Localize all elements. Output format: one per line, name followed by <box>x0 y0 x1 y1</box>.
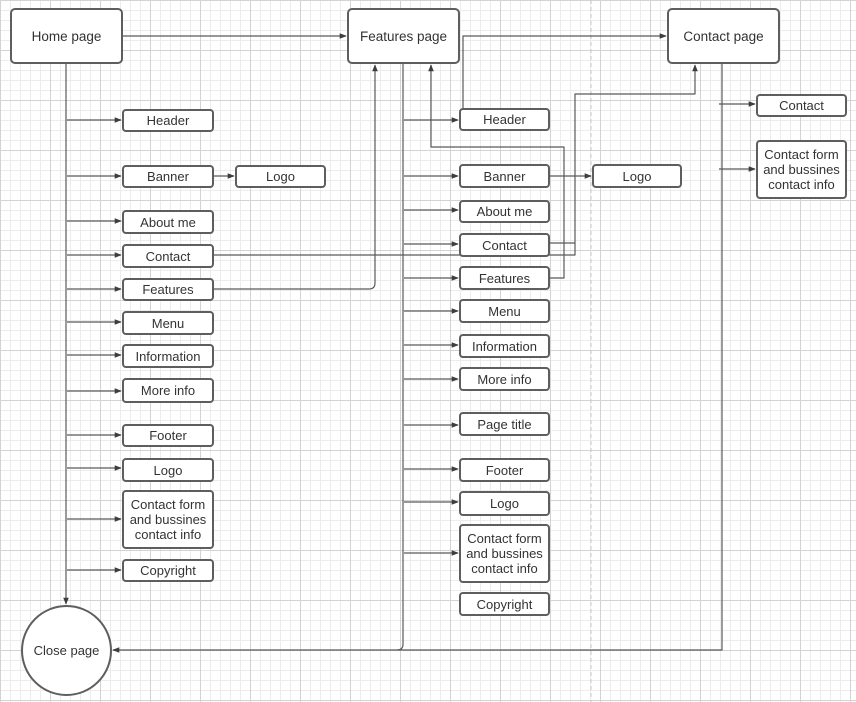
features-to-contact-page-connector <box>462 33 667 108</box>
features-header-node[interactable]: Header <box>459 108 550 131</box>
home-contact-to-contact-page-connector <box>214 64 698 256</box>
contact-contact-node[interactable]: Contact <box>756 94 847 117</box>
home-more-info-node[interactable]: More info <box>122 378 214 403</box>
features-trunk-connector <box>396 64 404 651</box>
contact-page-node[interactable]: Contact page <box>667 8 780 64</box>
features-footer-node[interactable]: Footer <box>459 458 550 482</box>
features-features-node[interactable]: Features <box>459 266 550 290</box>
features-contact-node[interactable]: Contact <box>459 233 550 257</box>
home-contact-form-node[interactable]: Contact form and bussines contact info <box>122 490 214 549</box>
home-contact-node[interactable]: Contact <box>122 244 214 268</box>
home-information-node[interactable]: Information <box>122 344 214 368</box>
home-features-node[interactable]: Features <box>122 278 214 301</box>
features-banner-logo-node[interactable]: Logo <box>592 164 682 188</box>
home-footer-node[interactable]: Footer <box>122 424 214 447</box>
features-banner-node[interactable]: Banner <box>459 164 550 188</box>
home-page-node[interactable]: Home page <box>10 8 123 64</box>
features-copyright-node[interactable]: Copyright <box>459 592 550 616</box>
features-information-node[interactable]: Information <box>459 334 550 358</box>
close-page-node[interactable]: Close page <box>21 605 112 696</box>
features-logo-node[interactable]: Logo <box>459 491 550 516</box>
features-features-to-features-page-connector <box>428 64 565 279</box>
features-more-info-node[interactable]: More info <box>459 367 550 391</box>
home-banner-logo-node[interactable]: Logo <box>235 165 326 188</box>
contact-contact-form-node[interactable]: Contact form and bussines contact info <box>756 140 847 199</box>
features-menu-node[interactable]: Menu <box>459 299 550 323</box>
home-about-me-node[interactable]: About me <box>122 210 214 234</box>
home-menu-node[interactable]: Menu <box>122 311 214 335</box>
home-copyright-node[interactable]: Copyright <box>122 559 214 582</box>
features-about-me-node[interactable]: About me <box>459 200 550 223</box>
contact-trunk-connector <box>112 64 723 653</box>
features-page-node[interactable]: Features page <box>347 8 460 64</box>
home-logo-node[interactable]: Logo <box>122 458 214 482</box>
home-banner-node[interactable]: Banner <box>122 165 214 188</box>
home-features-to-features-page-connector <box>214 64 378 290</box>
connectors <box>63 33 756 653</box>
features-page-title-node[interactable]: Page title <box>459 412 550 436</box>
home-header-node[interactable]: Header <box>122 109 214 132</box>
features-contact-form-node[interactable]: Contact form and bussines contact info <box>459 524 550 583</box>
